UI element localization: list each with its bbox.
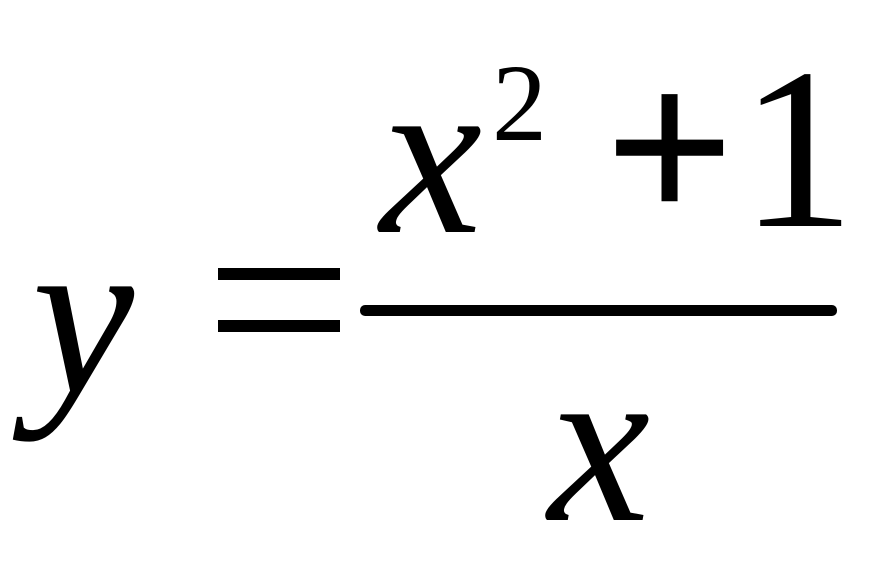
numerator-exponent: 2 (492, 42, 547, 164)
numerator-plus-operator: + (604, 19, 736, 274)
equals-bar-bottom (218, 320, 340, 332)
lhs-variable: y (32, 187, 135, 442)
numerator-base-variable: x (380, 27, 483, 282)
numerator-constant: 1 (740, 21, 855, 276)
equals-bar-top (218, 268, 340, 280)
denominator-variable: x (548, 315, 651, 570)
fraction-bar (360, 305, 837, 316)
